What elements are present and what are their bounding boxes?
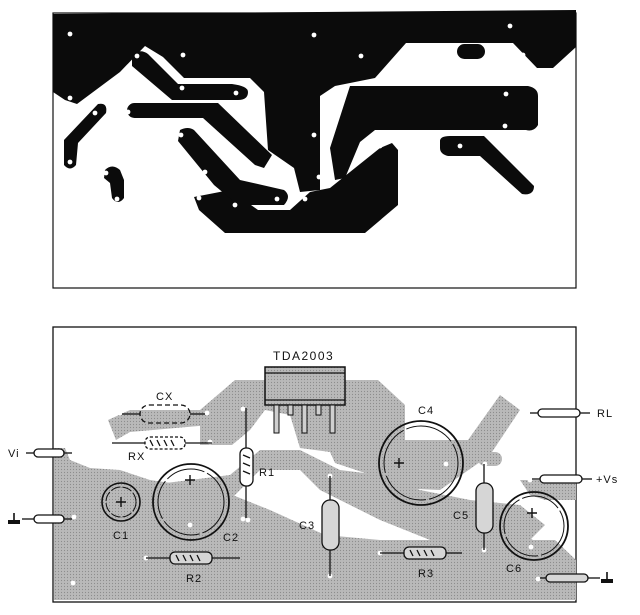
ic-tda2003 [264,366,346,434]
label-c2: C2 [223,532,239,544]
label-vi: Vi [8,448,20,460]
copper-drill-holes [67,23,526,208]
capacitor-c6 [499,491,569,561]
label-c3: C3 [299,520,315,532]
terminal-ground-right [540,573,600,583]
label-r3: R3 [418,568,434,580]
label-c5: C5 [453,510,469,522]
capacitor-c5 [475,464,494,550]
resistor-r2 [146,551,240,565]
label-cx: CX [156,391,173,403]
label-c6: C6 [506,563,522,575]
ground-icon [8,513,20,524]
resistor-rx [112,436,212,450]
capacitor-cx [122,404,205,424]
overlay-pads [70,406,541,586]
capacitor-c2 [152,463,230,541]
label-rx: RX [128,451,145,463]
label-vs: +Vs [596,474,618,486]
label-c1: C1 [113,530,129,542]
ground-icon [601,572,613,583]
terminal-vi [26,448,72,458]
overlay-traces [54,380,576,600]
resistor-r1 [239,408,254,518]
capacitor-c1 [101,482,141,522]
terminal-vs [532,474,592,484]
resistor-r3 [380,546,462,560]
label-r2: R2 [186,573,202,585]
terminal-ground-left [22,514,72,524]
terminal-rl [530,408,590,418]
capacitor-c3 [321,476,340,576]
copper-side-panel [52,10,577,289]
ic-label: TDA2003 [273,349,334,363]
board-outline-component [52,326,577,603]
label-rl: RL [597,408,613,420]
label-c4: C4 [418,405,434,417]
label-r1: R1 [259,467,275,479]
polarity-marks [116,458,537,518]
capacitor-c4 [378,420,464,506]
